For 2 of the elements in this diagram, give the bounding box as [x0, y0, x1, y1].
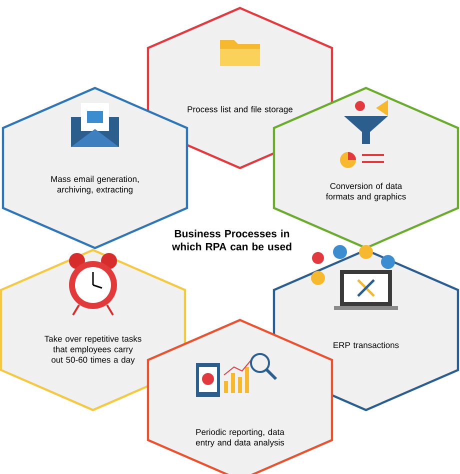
node-label: Periodic reporting, data entry and data analysis	[196, 428, 284, 448]
hexagon-box: Periodic reporting, data entry and data analysis	[146, 318, 334, 474]
